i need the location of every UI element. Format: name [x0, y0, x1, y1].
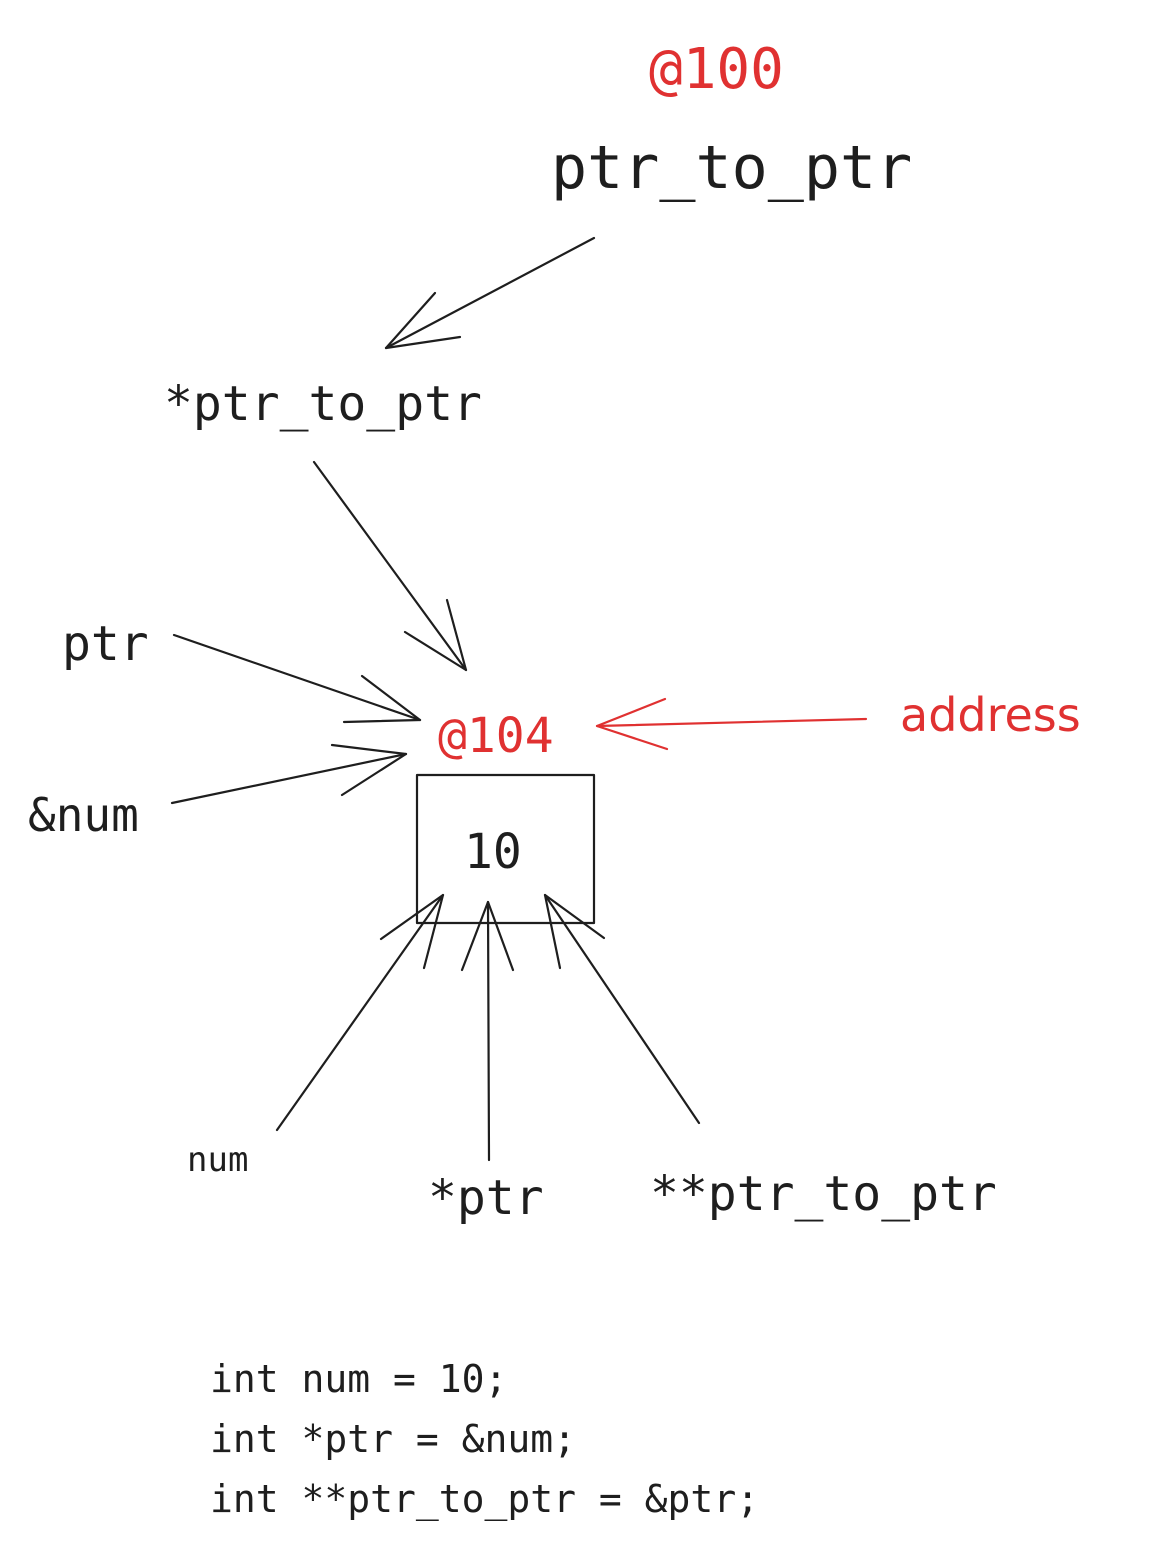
code-line: int **ptr_to_ptr = &ptr;: [210, 1477, 760, 1521]
arrow-address-label-to-address: [595, 697, 868, 751]
ptr-to-ptr-label: ptr_to_ptr: [551, 133, 913, 203]
double-deref-label: **ptr_to_ptr: [650, 1166, 997, 1222]
arrow-double-deref-to-value: [543, 893, 701, 1125]
value-text: 10: [464, 824, 522, 880]
addr-num-label: &num: [28, 788, 139, 842]
deref-ptr-to-ptr-label: *ptr_to_ptr: [164, 376, 482, 432]
code-line: int *ptr = &num;: [210, 1417, 577, 1461]
address-label-num: @104: [438, 708, 554, 764]
address-label-ptr-to-ptr: @100: [649, 37, 784, 102]
ptr-label: ptr: [62, 616, 149, 672]
arrow-ptr-to-address: [172, 633, 422, 724]
arrow-addr-num-to-address: [170, 743, 408, 805]
arrow-num-to-value: [275, 893, 445, 1132]
code-line: int num = 10;: [210, 1357, 508, 1401]
value-box: [415, 773, 596, 925]
arrow-deref-ptr-to-value: [460, 900, 515, 1162]
num-label: num: [187, 1140, 249, 1180]
arrow-deref-ptr-to-ptr-to-address: [312, 460, 468, 672]
arrow-ptr-to-ptr-to-deref: [384, 236, 596, 350]
address-caption: address: [900, 688, 1081, 742]
deref-ptr-label: *ptr: [428, 1170, 544, 1226]
